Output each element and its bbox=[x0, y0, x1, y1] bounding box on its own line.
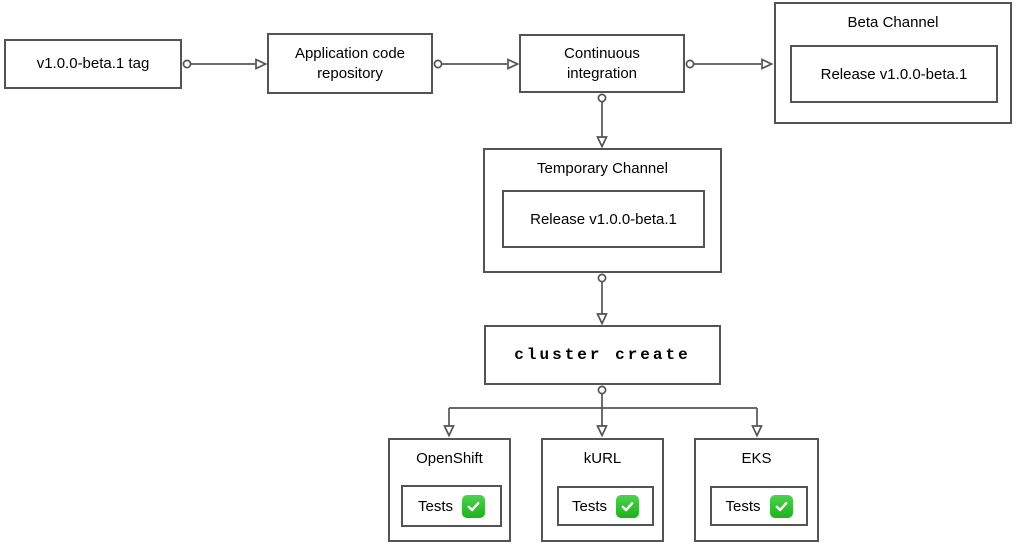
node-cluster-create-label: cluster create bbox=[514, 345, 691, 364]
edge-repo-ci bbox=[433, 58, 520, 70]
node-app-repo: Application code repository bbox=[267, 33, 433, 94]
check-icon bbox=[462, 494, 485, 518]
group-kurl-title: kURL bbox=[583, 450, 622, 467]
eks-tests-label: Tests bbox=[725, 497, 761, 515]
openshift-tests-label: Tests bbox=[417, 497, 453, 515]
node-continuous-integration-label: Continuous integration bbox=[564, 45, 640, 82]
edge-cluster-children bbox=[443, 385, 763, 438]
group-temporary-channel-title: Temporary Channel bbox=[537, 160, 668, 177]
group-beta-channel: Beta Channel Release v1.0.0-beta.1 bbox=[774, 2, 1012, 124]
node-version-tag-label: v1.0.0-beta.1 tag bbox=[36, 55, 150, 73]
group-beta-channel-title: Beta Channel bbox=[847, 14, 939, 31]
group-openshift: OpenShift Tests bbox=[388, 438, 511, 542]
group-openshift-title: OpenShift bbox=[416, 450, 483, 467]
node-version-tag: v1.0.0-beta.1 tag bbox=[4, 39, 182, 89]
group-kurl: kURL Tests bbox=[541, 438, 664, 542]
edge-temp-cluster bbox=[596, 273, 608, 326]
group-eks-title: EKS bbox=[741, 450, 772, 467]
node-beta-release: Release v1.0.0-beta.1 bbox=[790, 45, 998, 103]
kurl-tests-row: Tests bbox=[571, 494, 639, 518]
kurl-tests-label: Tests bbox=[571, 497, 607, 515]
node-temp-release-label: Release v1.0.0-beta.1 bbox=[530, 210, 677, 228]
edge-tag-repo bbox=[182, 58, 268, 70]
check-icon bbox=[616, 494, 639, 518]
node-eks-tests: Tests bbox=[710, 486, 808, 526]
group-eks: EKS Tests bbox=[694, 438, 819, 542]
openshift-tests-row: Tests bbox=[417, 494, 485, 518]
node-continuous-integration: Continuous integration bbox=[519, 34, 685, 93]
group-temporary-channel: Temporary Channel Release v1.0.0-beta.1 bbox=[483, 148, 722, 273]
node-openshift-tests: Tests bbox=[401, 485, 502, 527]
edge-ci-temp bbox=[596, 93, 608, 149]
node-app-repo-label: Application code repository bbox=[294, 45, 406, 82]
check-icon bbox=[769, 494, 793, 518]
node-cluster-create: cluster create bbox=[484, 325, 721, 385]
node-kurl-tests: Tests bbox=[557, 486, 654, 526]
eks-tests-row: Tests bbox=[725, 494, 793, 518]
node-temp-release: Release v1.0.0-beta.1 bbox=[502, 190, 705, 248]
edge-ci-beta bbox=[685, 58, 774, 70]
node-beta-release-label: Release v1.0.0-beta.1 bbox=[820, 65, 968, 83]
